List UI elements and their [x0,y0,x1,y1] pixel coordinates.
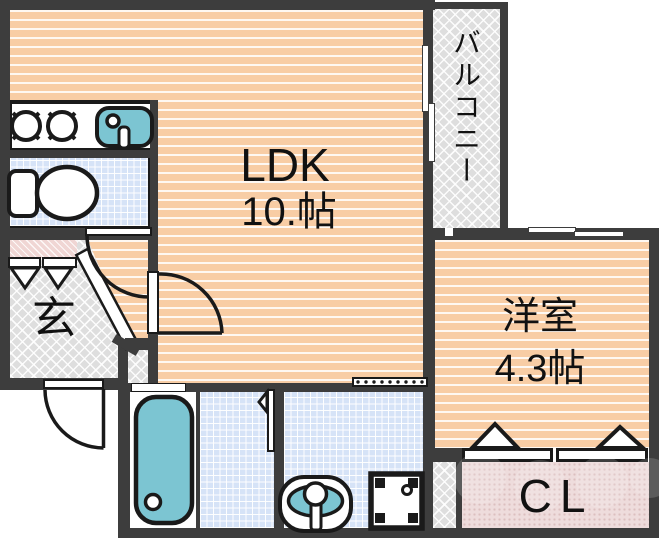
ldk-balcony-window-pane2 [428,103,435,162]
wall-genkan-step-vert [118,343,128,383]
wall-balcony-right [500,2,508,232]
shoe-cabinet [8,235,77,258]
balcony-drain-gap [445,228,453,236]
wall-balcony-top [423,2,508,9]
western-window-pane2 [574,231,624,237]
kitchen-counter [8,100,154,152]
label-balcony: バルコニー [450,28,481,188]
wall-ps-cap [423,448,462,462]
label-entrance: 玄 [32,294,76,343]
ldk-door-opening [147,271,159,334]
toilet-door-leaf [85,227,152,236]
bifold-closet-door-icon-left [462,448,553,462]
wall-bath-changing [196,391,200,528]
label-ldk: LDK [240,139,330,191]
room-bathroom [130,392,196,528]
wall-ps-left [423,448,433,528]
wall-under-counter [8,150,150,158]
room-closet [462,462,649,528]
shoe-cabinet-door2 [42,257,77,268]
ldk-balcony-window-pane1 [422,45,429,112]
bifold-closet-door-icon-right [556,448,648,462]
wall-western-left [423,240,435,455]
room-washroom [284,391,423,528]
sliding-door-icon [267,389,275,452]
wall-kitchen-right [150,100,158,240]
washroom-window-bar [352,377,428,387]
room-changing [200,391,274,528]
hinged-door-icon-entrance [43,389,106,450]
room-western [435,240,649,449]
pipe-space [433,460,456,528]
wall-changing-washroom [274,388,284,528]
western-window-pane1 [528,227,576,233]
room-balcony [433,8,500,231]
wall-ps-right [456,448,462,528]
wall-top [0,0,435,10]
wall-bottom [118,528,659,538]
label-ldk-area: 10.帖 [241,190,337,234]
wall-bath-left [118,383,130,538]
label-closet: CL [518,470,594,522]
wall-left [0,0,10,390]
room-toilet [8,156,150,228]
label-western-room: 洋室 [501,296,579,338]
wall-right [649,228,659,538]
bathroom-door [131,383,186,392]
shoe-cabinet-door1 [8,257,41,268]
wall-washroom-top [118,383,430,392]
entrance-door-leaf [43,379,104,389]
label-western-area: 4.3帖 [494,348,586,390]
